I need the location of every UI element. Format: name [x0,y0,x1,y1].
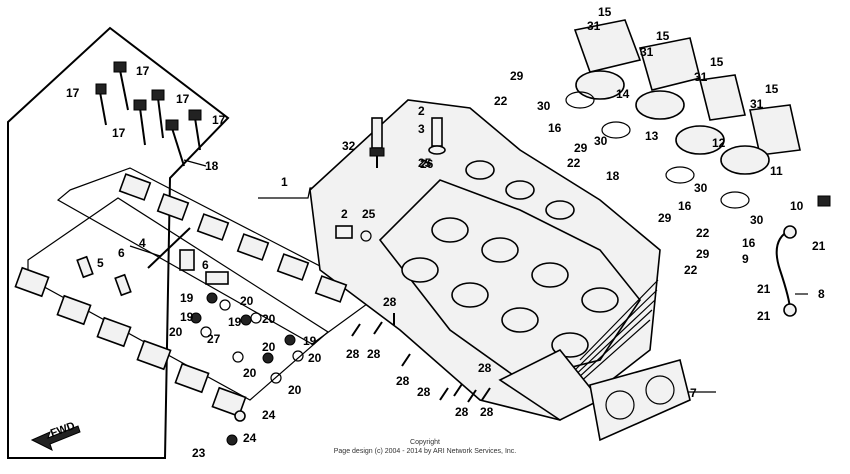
callout-22: 22 [696,226,710,240]
callout-19: 19 [228,315,242,329]
copyright-line-1: Copyright [410,439,440,446]
callout-30: 30 [694,181,708,195]
callout-20: 20 [243,366,257,380]
leader-lines [129,159,808,393]
callout-31: 31 [640,45,654,59]
callout-2: 2 [418,104,425,118]
callout-6: 6 [202,258,209,272]
callout-28: 28 [478,361,492,375]
callout-31: 31 [750,97,764,111]
bolt-group-outline [7,26,230,459]
callout-21: 21 [812,239,826,253]
rocker-holders [14,173,348,418]
callout-29: 29 [510,69,524,83]
callout-4: 4 [139,236,146,250]
callout-20: 20 [169,325,183,339]
callout-22: 22 [494,94,508,108]
callout-1: 1 [281,175,288,189]
fwd-arrow: FWD [30,420,81,451]
callout-30: 30 [750,213,764,227]
callout-17: 17 [212,113,226,127]
callout-19: 19 [180,291,194,305]
callout-labels: 1 2 2 3 4 5 6 6 7 8 9 10 11 12 13 14 15 … [66,5,826,460]
intake-insulators [565,19,801,209]
callout-16: 16 [742,236,756,250]
callout-15: 15 [656,29,670,43]
callout-30: 30 [537,99,551,113]
dowel-pins [351,313,491,403]
callout-24: 24 [243,431,257,445]
callout-15: 15 [765,82,779,96]
head-gasket [589,359,691,442]
callout-7: 7 [690,386,697,400]
callout-24: 24 [262,408,276,422]
callout-12: 12 [712,136,726,150]
callout-2: 2 [341,207,348,221]
callout-20: 20 [288,383,302,397]
oil-pipe [775,195,831,317]
callout-5: 5 [97,256,104,270]
callout-19: 19 [180,310,194,324]
callout-17: 17 [176,92,190,106]
callout-25: 25 [418,156,432,170]
callout-28: 28 [417,385,431,399]
callout-17: 17 [136,64,150,78]
callout-18: 18 [205,159,219,173]
callout-17: 17 [112,126,126,140]
callout-20: 20 [240,294,254,308]
callout-28: 28 [480,405,494,419]
callout-6: 6 [118,246,125,260]
washers-nuts [190,292,304,446]
callout-9: 9 [742,252,749,266]
callout-29: 29 [574,141,588,155]
callout-16: 16 [548,121,562,135]
callout-28: 28 [455,405,469,419]
callout-22: 22 [567,156,581,170]
group-outlines [7,26,380,459]
valve-guide [335,117,446,242]
callout-10: 10 [790,199,804,213]
spark-plug [369,117,385,168]
callout-20: 20 [308,351,322,365]
callout-3: 3 [418,122,425,136]
callout-28: 28 [396,374,410,388]
callout-16: 16 [678,199,692,213]
callout-28: 28 [346,347,360,361]
callout-22: 22 [684,263,698,277]
callout-29: 29 [658,211,672,225]
callout-32: 32 [342,139,356,153]
callout-31: 31 [587,19,601,33]
rocker-shaft [76,227,229,297]
callout-20: 20 [262,312,276,326]
callout-11: 11 [770,164,783,178]
callout-28: 28 [367,347,381,361]
callout-14: 14 [616,87,630,101]
copyright-line-2: Page design (c) 2004 - 2014 by ARI Netwo… [334,448,517,455]
callout-17: 17 [66,86,80,100]
callout-21: 21 [757,309,771,323]
callout-30: 30 [594,134,608,148]
callout-26: 26 [420,157,434,171]
head-bolts [95,61,202,167]
callout-28: 28 [383,295,397,309]
callout-27: 27 [207,332,221,346]
callout-25: 25 [362,207,376,221]
callout-8: 8 [818,287,825,301]
callout-29: 29 [696,247,710,261]
callout-19: 19 [303,334,317,348]
callout-15: 15 [598,5,612,19]
rocker-group-outline-upper [56,167,380,345]
callout-23: 23 [192,446,206,460]
cylinder-head [309,99,661,421]
callout-31: 31 [694,70,708,84]
callout-15: 15 [710,55,724,69]
callout-18: 18 [606,169,620,183]
callout-13: 13 [645,129,659,143]
callout-21: 21 [757,282,771,296]
callout-20: 20 [262,340,276,354]
